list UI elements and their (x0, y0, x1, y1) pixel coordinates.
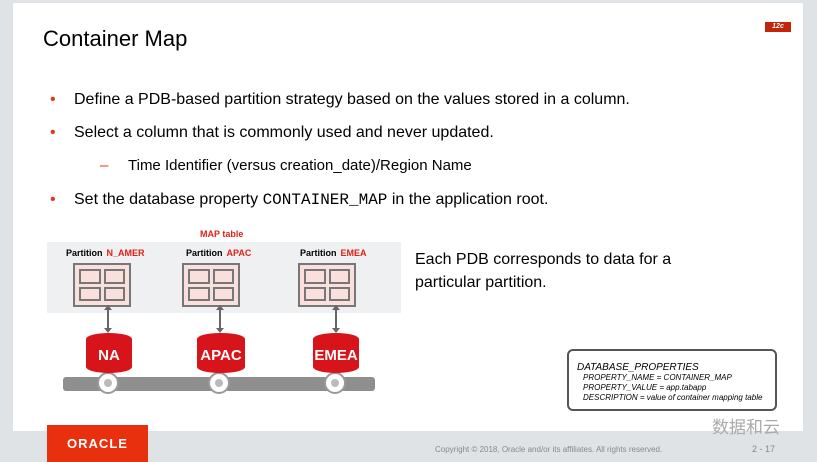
oracle-logo: ORACLE (47, 425, 148, 462)
wheel-icon (324, 372, 346, 394)
code-text: CONTAINER_MAP (262, 191, 388, 209)
bullet-text: in the application root. (387, 191, 549, 208)
table-icon (73, 263, 131, 307)
bullet-item: •Define a PDB-based partition strategy b… (50, 91, 630, 108)
bullet-text: Select a column that is commonly used an… (74, 124, 494, 141)
bullet-text: Define a PDB-based partition strategy ba… (74, 91, 630, 108)
properties-scroll: DATABASE_PROPERTIES PROPERTY_NAME = CONT… (567, 349, 777, 411)
page-number: 2 - 17 (752, 444, 776, 454)
bullet-item: •Set the database property CONTAINER_MAP… (50, 191, 549, 209)
page-title: Container Map (43, 26, 188, 51)
version-badge: 12c (765, 22, 791, 32)
database-icon: EMEA (313, 333, 359, 373)
sub-bullet-text: Time Identifier (versus creation_date)/R… (128, 157, 472, 174)
database-icon: APAC (197, 333, 245, 373)
map-table-label: MAP table (200, 229, 244, 239)
wheel-icon (97, 372, 119, 394)
scroll-line: PROPERTY_VALUE = app.tabapp (583, 383, 707, 392)
double-arrow-icon (216, 305, 224, 333)
copyright: Copyright © 2018, Oracle and/or its affi… (435, 445, 663, 454)
wheel-icon (208, 372, 230, 394)
table-icon (298, 263, 356, 307)
table-icon (182, 263, 240, 307)
database-icon: NA (86, 333, 132, 373)
double-arrow-icon (332, 305, 340, 333)
description-text: Each PDB corresponds to data for a parti… (415, 251, 672, 291)
scroll-line: PROPERTY_NAME = CONTAINER_MAP (583, 373, 732, 382)
watermark: 数据和云 (712, 418, 780, 437)
scroll-line: DESCRIPTION = value of container mapping… (583, 393, 763, 402)
sub-bullet-item: –Time Identifier (versus creation_date)/… (100, 157, 472, 174)
double-arrow-icon (104, 305, 112, 333)
bullet-item: •Select a column that is commonly used a… (50, 124, 494, 141)
scroll-heading: DATABASE_PROPERTIES (577, 362, 699, 373)
bullet-text: Set the database property (74, 191, 263, 208)
